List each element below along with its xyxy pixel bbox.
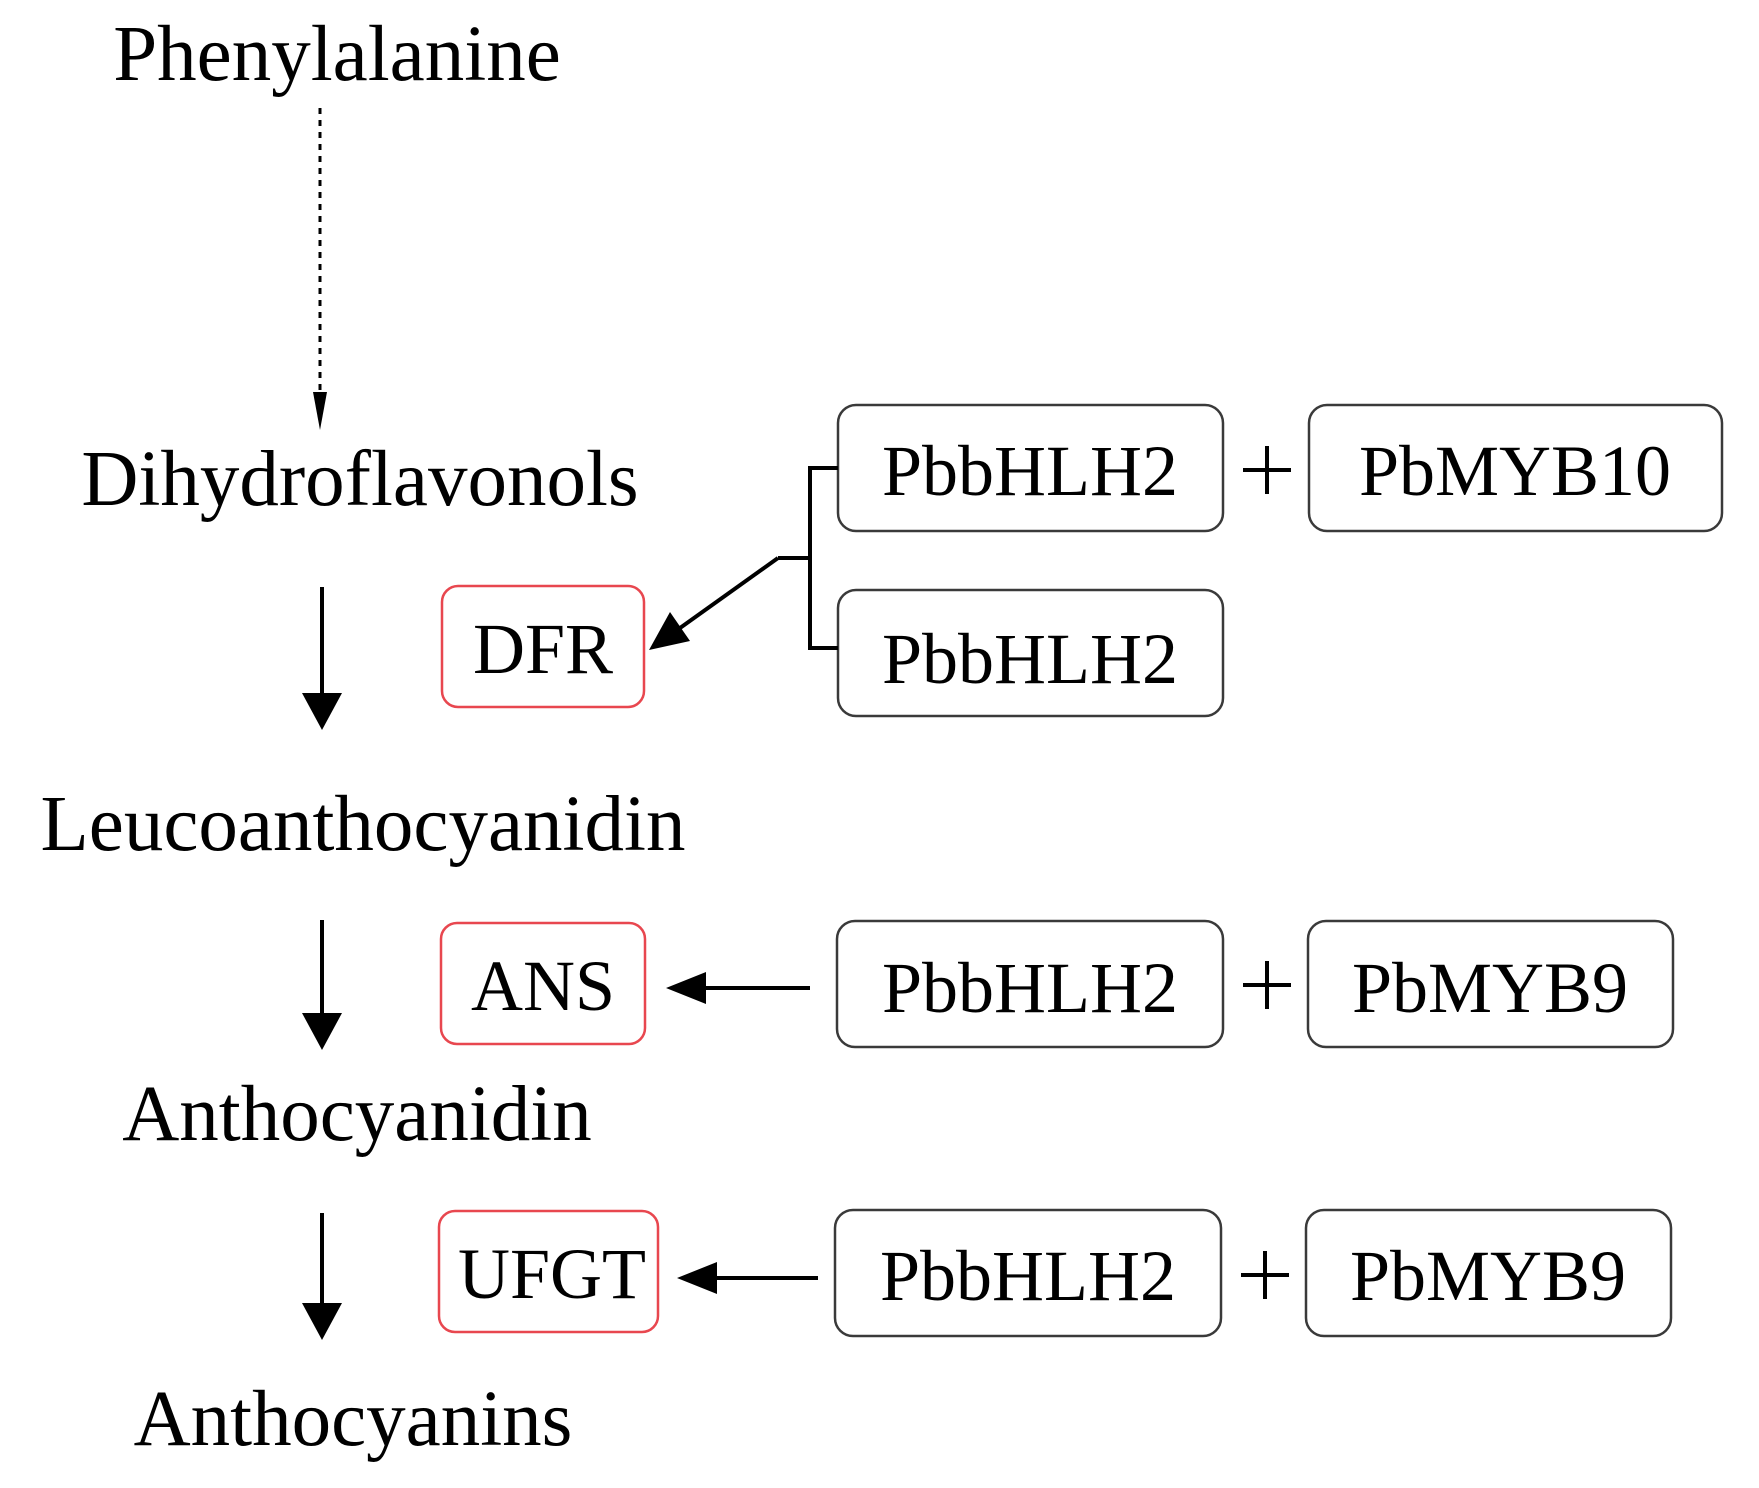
regulator-box-dfr-row1-b [1307,403,1724,533]
regulator-box-dfr-row2 [836,588,1225,718]
regulator-label-ans-b: PbMYB9 [1352,948,1628,1028]
dfr-activation-arrow-head-icon [649,612,690,650]
enzyme-label-ufgt: UFGT [458,1234,646,1314]
metabolite-dihydroflavonols: Dihydroflavonols [81,436,638,523]
regulator-box-ufgt-a [833,1208,1223,1338]
regulator-box-ans-a [835,919,1225,1049]
pathway-arrow-ans-head-icon [302,1013,342,1050]
dfr-activation-arrow [678,556,780,630]
metabolite-anthocyanidin: Anthocyanidin [122,1071,592,1158]
enzyme-label-dfr: DFR [473,609,613,689]
regulator-label-dfr-row2: PbbHLH2 [882,619,1178,699]
pathway-arrow-ufgt-head-icon [302,1303,342,1340]
ans-activation-arrow-head-icon [666,972,706,1004]
regulator-label-ans-a: PbbHLH2 [882,948,1178,1028]
regulator-box-ufgt-b [1304,1208,1673,1338]
enzyme-box-ans [439,921,647,1046]
regulator-label-ufgt-b: PbMYB9 [1350,1236,1626,1316]
enzyme-box-ufgt [437,1209,660,1334]
metabolite-leucoanthocyanidin: Leucoanthocyanidin [41,781,686,868]
dfr-regulator-bracket [778,466,838,650]
regulator-box-ans-b [1306,919,1675,1049]
metabolite-phenylalanine: Phenylalanine [113,11,561,98]
metabolite-anthocyanins: Anthocyanins [134,1376,573,1463]
regulator-label-dfr-row1-b: PbMYB10 [1359,431,1671,511]
ufgt-activation-arrow-head-icon [677,1262,717,1294]
dotted-arrow-head-icon [313,392,327,430]
regulator-label-ufgt-a: PbbHLH2 [880,1236,1176,1316]
pathway-arrow-dfr-head-icon [302,693,342,730]
regulator-label-dfr-row1-a: PbbHLH2 [882,431,1178,511]
enzyme-box-dfr [440,584,646,709]
enzyme-label-ans: ANS [471,946,615,1026]
